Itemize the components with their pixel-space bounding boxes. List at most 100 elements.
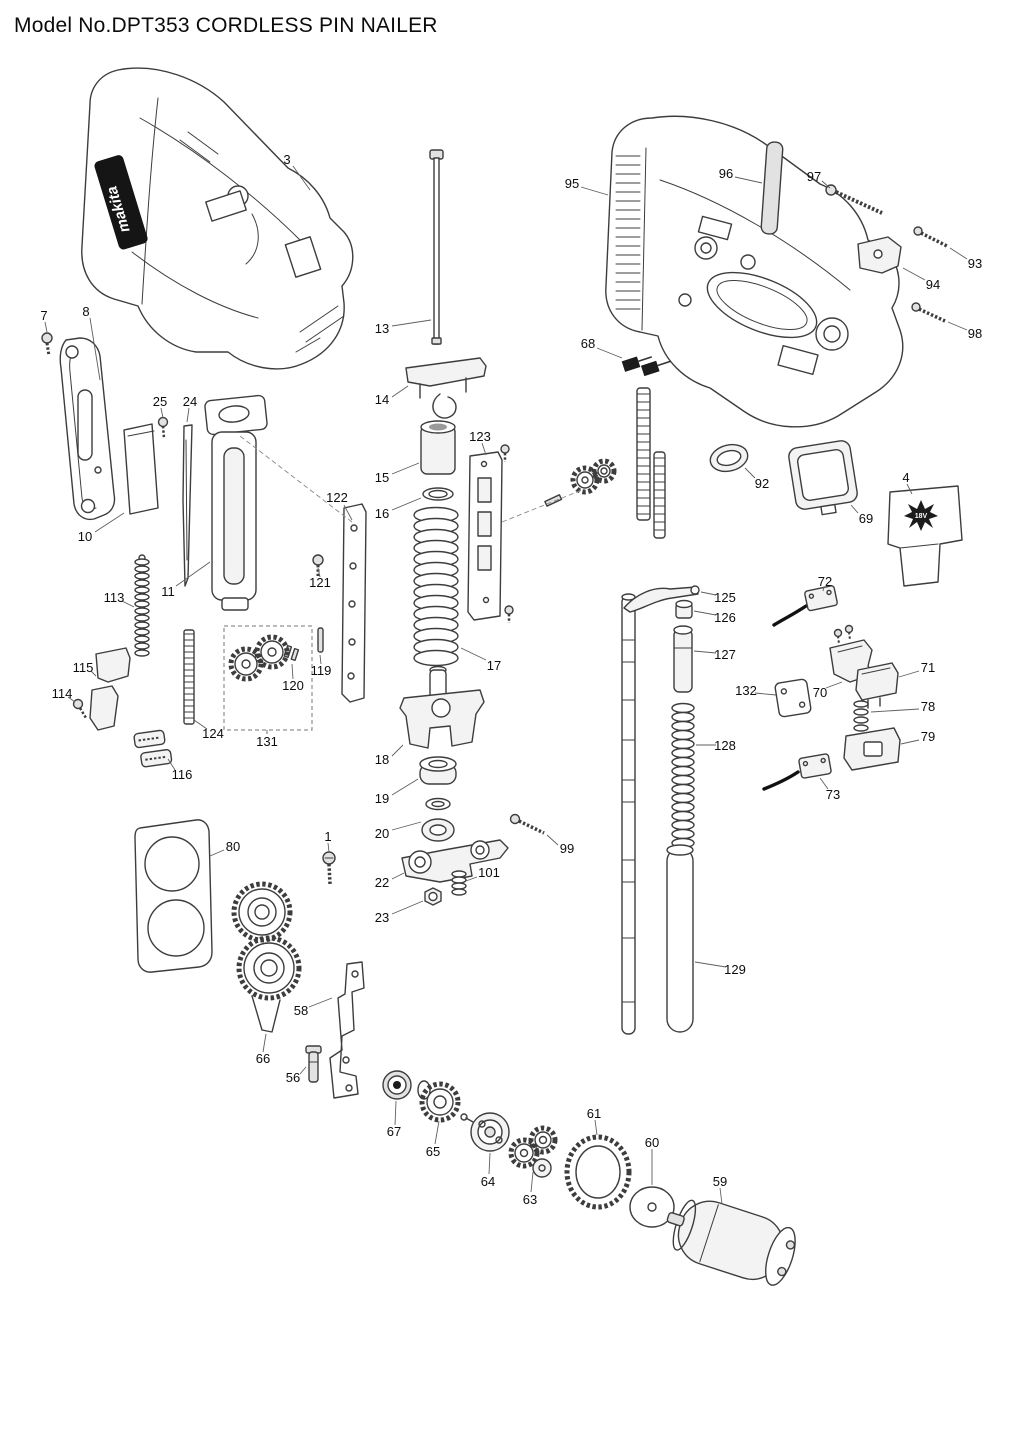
- ring-16: [422, 487, 454, 501]
- leader-line-93: [949, 247, 968, 260]
- holder-79: [843, 727, 901, 771]
- part-number-56: 56: [286, 1070, 300, 1085]
- disc-60: [629, 1186, 675, 1228]
- spring-78: [853, 700, 869, 732]
- cup-19: [419, 756, 457, 785]
- bracket-58: [329, 961, 365, 1099]
- part-number-125: 125: [714, 590, 736, 605]
- leader-line-99: [546, 834, 559, 846]
- part-number-10: 10: [78, 529, 92, 544]
- part-number-66: 66: [256, 1051, 270, 1066]
- part-number-97: 97: [807, 169, 821, 184]
- pusher-24: [182, 424, 193, 587]
- leader-line-59: [719, 1187, 723, 1205]
- leader-line-101: [465, 876, 478, 882]
- washer-67: [382, 1070, 412, 1100]
- leader-line-121: [317, 567, 321, 578]
- part-number-116: 116: [172, 767, 193, 782]
- part-number-73: 73: [826, 787, 840, 802]
- spring-128: [671, 702, 695, 849]
- screw-99: [509, 813, 545, 835]
- tool-housing-right: [605, 115, 904, 428]
- page-title: Model No.DPT353 CORDLESS PIN NAILER: [14, 14, 438, 37]
- leader-line-80: [209, 849, 225, 857]
- star-icon: [904, 500, 938, 531]
- alignment-line: [501, 489, 583, 523]
- part-number-14: 14: [375, 392, 389, 407]
- screw-1: [322, 851, 336, 885]
- leader-line-97: [821, 180, 831, 189]
- rod-127: [673, 625, 693, 693]
- hex-nut-23: [424, 887, 442, 906]
- gears-63: [508, 1125, 558, 1178]
- part-number-60: 60: [645, 1135, 659, 1150]
- part-number-94: 94: [926, 277, 940, 292]
- leader-line-8: [89, 317, 101, 381]
- gear-65: [417, 1080, 461, 1123]
- guide-plate-122: [341, 503, 367, 703]
- part-number-123: 123: [469, 429, 491, 444]
- leader-line-20: [391, 821, 422, 831]
- leader-line-125: [700, 591, 717, 596]
- leader-line-66: [262, 1033, 267, 1053]
- leader-line-119: [319, 654, 322, 665]
- bar-96: [760, 141, 784, 235]
- part-number-78: 78: [921, 699, 935, 714]
- spring-101: [451, 870, 467, 896]
- part-number-115: 115: [73, 660, 94, 675]
- leader-line-98: [947, 321, 968, 331]
- part-number-128: 128: [714, 738, 736, 753]
- sheet-10: [123, 423, 159, 515]
- screw-7: [41, 332, 53, 357]
- leader-line-3: [292, 165, 311, 191]
- leader-line-67: [394, 1100, 397, 1126]
- part-number-3: 3: [283, 152, 290, 167]
- part-number-61: 61: [587, 1106, 601, 1121]
- part-number-7: 7: [40, 308, 47, 323]
- switch-71: [855, 662, 899, 709]
- bracket-115: [89, 647, 131, 731]
- feed-strip-124: [183, 629, 195, 725]
- screw-93: [913, 226, 948, 248]
- leader-line-71: [898, 670, 920, 678]
- part-number-65: 65: [426, 1144, 440, 1159]
- leader-line-124: [193, 719, 208, 730]
- leader-line-10: [94, 512, 125, 533]
- part-number-18: 18: [375, 752, 389, 767]
- leader-line-11: [175, 561, 211, 587]
- screw-25: [157, 416, 169, 439]
- part-number-59: 59: [713, 1174, 727, 1189]
- rib-panel-95: [615, 147, 647, 331]
- part-number-98: 98: [968, 326, 982, 341]
- part-number-8: 8: [82, 304, 89, 319]
- base-assembly-22: [401, 839, 509, 883]
- leader-line-120: [291, 663, 294, 680]
- leader-line-15: [391, 462, 420, 475]
- part-number-19: 19: [375, 791, 389, 806]
- leader-line-68: [596, 347, 623, 359]
- switch-72: [772, 585, 838, 627]
- part-number-15: 15: [375, 470, 389, 485]
- leader-line-122: [343, 504, 353, 521]
- battery-voltage-label: 18V: [915, 513, 928, 520]
- tool-housing-left: makita: [81, 67, 354, 370]
- part-number-99: 99: [560, 841, 574, 856]
- bracket-14: [405, 357, 487, 419]
- ring-gear-61: [564, 1134, 632, 1210]
- part-number-64: 64: [481, 1174, 495, 1189]
- motor-59: [666, 1199, 796, 1286]
- part-number-121: 121: [309, 575, 331, 590]
- leader-line-22: [391, 872, 405, 880]
- part-number-22: 22: [375, 875, 389, 890]
- leader-line-114: [67, 696, 76, 703]
- part-number-70: 70: [813, 685, 827, 700]
- screw-114: [72, 698, 88, 719]
- part-number-122: 122: [326, 490, 348, 505]
- grommet-92: [709, 443, 749, 473]
- part-number-126: 126: [714, 610, 736, 625]
- leader-line-16: [391, 497, 422, 511]
- part-number-124: 124: [202, 726, 224, 741]
